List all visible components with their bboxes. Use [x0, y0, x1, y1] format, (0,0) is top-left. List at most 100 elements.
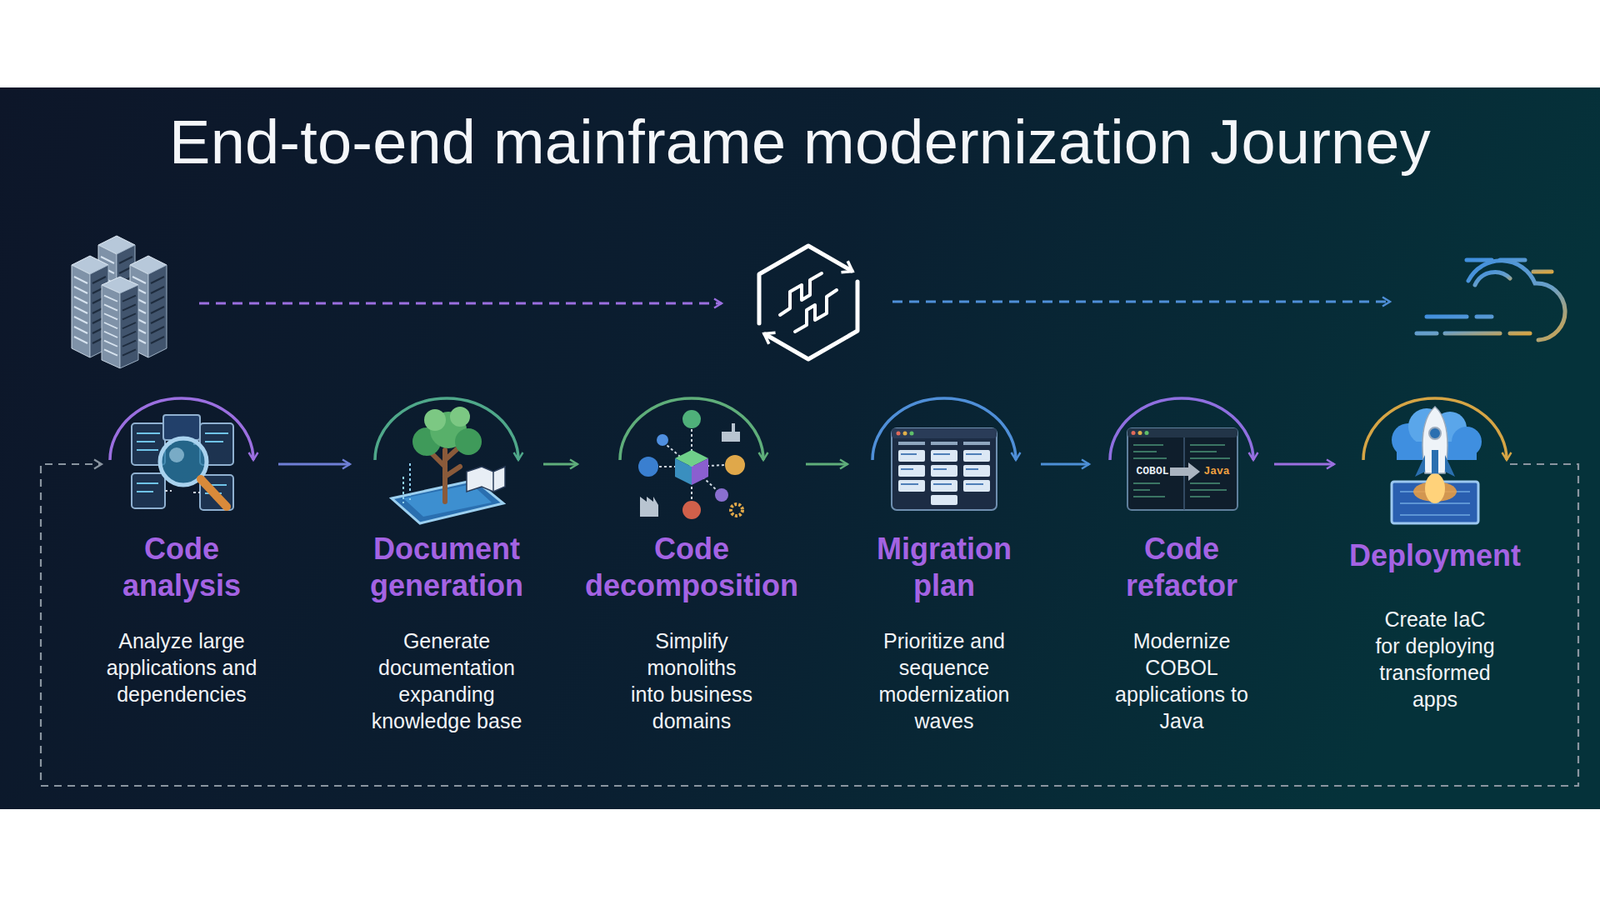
decomposition-icon [638, 456, 659, 477]
plan-board-icon [898, 450, 925, 462]
deployment-rocket-icon [1431, 450, 1439, 474]
refactor-window-icon [1145, 430, 1150, 435]
decomposition-icon [656, 434, 669, 446]
deployment-rocket-icon [1425, 473, 1445, 504]
process-stage: Document generationGenerate documentatio… [355, 405, 539, 735]
deployment-rocket-icon [1415, 455, 1425, 477]
process-stage: DeploymentCreate IaC for deploying trans… [1339, 405, 1531, 713]
plan-board-icon [898, 480, 925, 492]
decomposition-icon [675, 458, 692, 485]
analysis-icon [169, 447, 185, 463]
documentation-icon [450, 406, 470, 427]
refactor-window-icon [1133, 445, 1230, 497]
process-stage: Migration planPrioritize and sequence mo… [852, 405, 1036, 735]
plan-board-icon [891, 428, 997, 510]
decomposition-icon [721, 431, 740, 442]
flow-arrow [278, 463, 350, 466]
decomposition-icon [731, 423, 735, 432]
stage-heading: Code analysis [98, 530, 265, 605]
documentation-icon [492, 471, 495, 492]
diagram-title: End-to-end mainframe modernization Journ… [169, 106, 1431, 178]
documentation-icon [391, 406, 505, 524]
analysis-icon [163, 415, 200, 440]
decomposition-icon [730, 504, 743, 516]
stage-description: Modernize COBOL applications to Java [1113, 627, 1251, 735]
plan-board-icon [898, 441, 925, 445]
mainframe-servers [71, 235, 167, 369]
plan-board-icon [900, 454, 984, 485]
flow-arrow [1274, 463, 1335, 466]
plan-board-icon [891, 428, 997, 439]
stage-heading: Deployment [1339, 537, 1531, 575]
plan-board-icon [963, 441, 990, 445]
plan-board-icon [896, 431, 901, 436]
plan-board-icon [930, 450, 958, 462]
flow-arrow [1040, 463, 1090, 466]
stage-description: Analyze large applications and dependenc… [102, 627, 261, 708]
plan-board-icon [963, 450, 990, 462]
plan-board-icon [898, 450, 990, 505]
documentation-icon [455, 428, 482, 455]
feedback-loop [40, 464, 1579, 786]
plan-board-icon [963, 480, 990, 492]
deployment-rocket-icon [1445, 455, 1455, 477]
decomposition-icon [691, 458, 709, 485]
flow-arrow [543, 463, 578, 466]
plan-board-icon [963, 465, 990, 477]
plan-board-icon [898, 465, 925, 477]
transform-icon [795, 290, 837, 332]
decomposition-icon [640, 496, 659, 505]
decomposition-icon [725, 455, 745, 475]
process-stage: Code analysisAnalyze large applications … [90, 405, 274, 708]
process-stage: Code refactorModernize COBOL application… [1094, 405, 1270, 735]
refactor-window-icon [1131, 430, 1136, 435]
refactor-window-icon [1127, 428, 1238, 438]
deployment-rocket-icon [1422, 406, 1448, 474]
plan-board-icon [930, 495, 958, 505]
stage-arc [110, 398, 1507, 460]
decomposition-icon [682, 410, 701, 429]
dashed-arrow [892, 300, 1390, 304]
decomposition-icon [658, 426, 725, 500]
deployment-rocket-icon [1391, 406, 1482, 524]
stage-heading: Migration plan [856, 530, 1032, 605]
code-language-label: COBOL [1135, 465, 1169, 478]
decomposition-icon [640, 505, 659, 517]
decomposition-icon [638, 410, 745, 520]
stage-description: Generate documentation expanding knowled… [367, 627, 526, 735]
analysis-icon [136, 433, 229, 494]
background-panel [0, 87, 1600, 810]
code-language-label: Java [1203, 465, 1230, 478]
plan-board-icon [930, 441, 958, 445]
stage-heading: Document generation [359, 530, 535, 605]
plan-board-icon [930, 480, 958, 492]
stage-description: Prioritize and sequence modernization wa… [873, 627, 1015, 735]
refactor-window-icon [1127, 428, 1238, 510]
documentation-icon [424, 409, 446, 431]
stage-description: Create IaC for deploying transformed app… [1372, 605, 1498, 713]
transform-icon [759, 245, 858, 360]
plan-board-icon [930, 465, 958, 477]
stage-heading: Code decomposition [582, 530, 801, 605]
mainframe-servers [101, 276, 139, 369]
plan-board-icon [910, 431, 915, 436]
refactor-window-icon [1127, 428, 1238, 510]
cloud-icon [1466, 260, 1552, 272]
cloud-icon [1475, 272, 1510, 285]
dashed-arrow [199, 302, 722, 305]
deployment-rocket-icon [1429, 427, 1441, 440]
flow-arrow [805, 463, 848, 466]
refactor-window-icon [1170, 462, 1200, 481]
documentation-icon [403, 463, 410, 504]
analysis-icon [131, 415, 234, 510]
process-stage: Code decompositionSimplify monoliths int… [582, 405, 801, 735]
plan-board-icon [891, 428, 997, 510]
stage-description: Simplify monoliths into business domains [629, 627, 755, 735]
decomposition-icon [682, 500, 701, 520]
refactor-window-icon [1138, 430, 1143, 435]
documentation-icon [466, 466, 505, 492]
cloud-icon [1416, 316, 1530, 334]
analysis-icon [200, 479, 227, 507]
plan-board-icon [903, 431, 908, 436]
cloud-icon [1416, 260, 1565, 340]
